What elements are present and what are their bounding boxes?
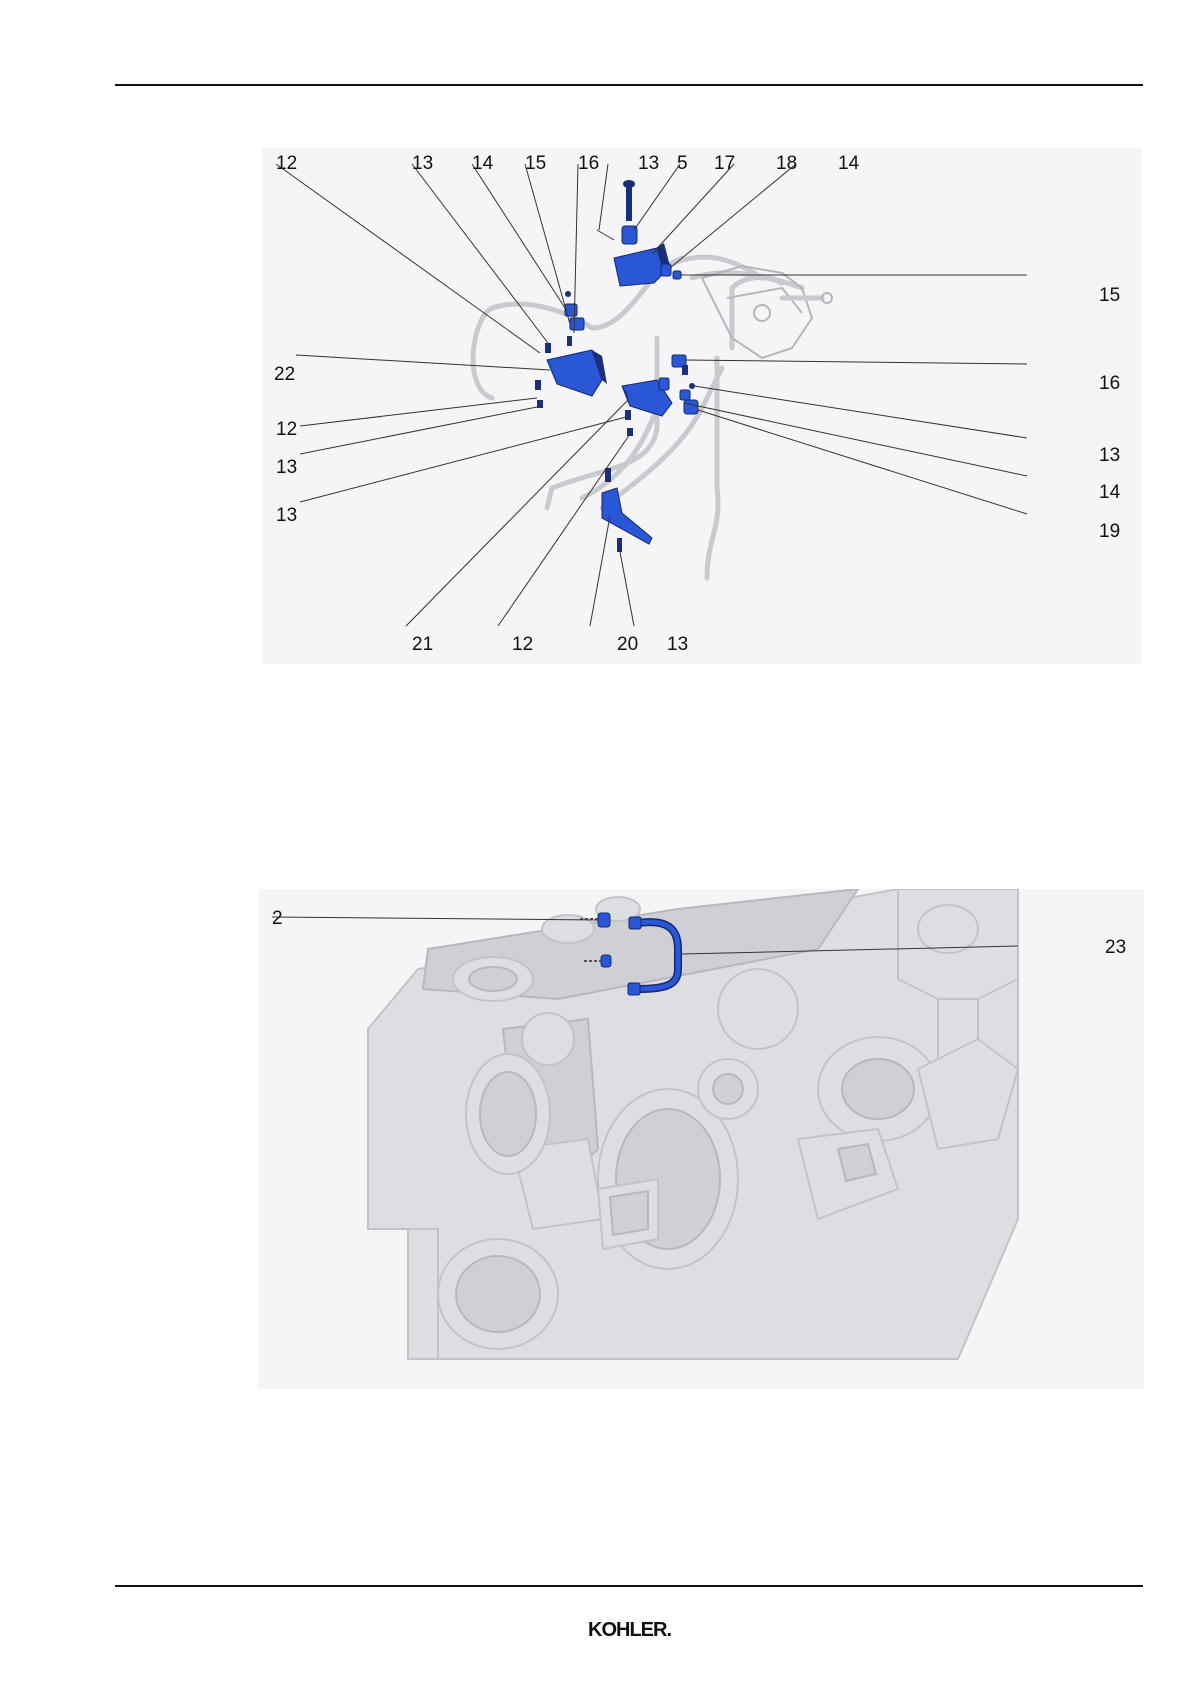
callout-5: 5 [677,153,688,174]
callout-23: 23 [1105,937,1126,958]
callouts-bottom: 21 12 20 13 [412,634,688,655]
bracket-22 [535,343,607,408]
callout-13: 13 [667,634,688,655]
callout-12: 12 [276,153,297,174]
callout-20: 20 [617,634,638,655]
figure-2-drawing: 2 23 [258,889,1144,1389]
callout-18: 18 [776,153,797,174]
kohler-logo: KOHLER. [588,1616,672,1642]
callout-14: 14 [838,153,860,174]
callout-16: 16 [578,153,599,174]
callout-14: 14 [1099,482,1121,503]
callout-14: 14 [472,153,494,174]
callouts-top: 12 13 14 15 16 13 5 17 18 14 [276,153,860,174]
callout-13: 13 [412,153,433,174]
callout-19: 19 [1099,521,1120,542]
clamp-14-15-top-right [661,264,681,279]
clamp-19 [680,383,698,414]
callout-13: 13 [276,457,297,478]
bolt-13-top [597,230,614,240]
svg-text:KOHLER.: KOHLER. [588,1619,671,1641]
callout-13: 13 [1099,445,1120,466]
clamp-16-right [659,355,688,390]
header-rule [115,84,1143,86]
callout-13: 13 [276,505,297,526]
callout-2: 2 [272,908,283,929]
callouts-right: 15 16 13 14 19 [1099,285,1121,542]
exploded-view-figure-1: 12 13 14 15 16 13 5 17 18 14 22 12 13 13… [262,148,1142,664]
bracket-20 [602,468,652,552]
callout-15: 15 [1099,285,1120,306]
callout-16: 16 [1099,373,1120,394]
callout-12: 12 [512,634,533,655]
callout-15: 15 [525,153,546,174]
callouts-left: 22 12 13 13 [274,364,297,526]
bolt-5 [623,180,635,221]
footer-rule [115,1585,1143,1587]
engine-view-figure-2: 2 23 [258,889,1144,1389]
callout-21: 21 [412,634,433,655]
ghost-engine-block [368,889,1018,1359]
callout-17: 17 [714,153,735,174]
callout-22: 22 [274,364,295,385]
callout-12: 12 [276,419,297,440]
callout-13: 13 [638,153,659,174]
figure-1-drawing: 12 13 14 15 16 13 5 17 18 14 22 12 13 13… [262,148,1142,664]
